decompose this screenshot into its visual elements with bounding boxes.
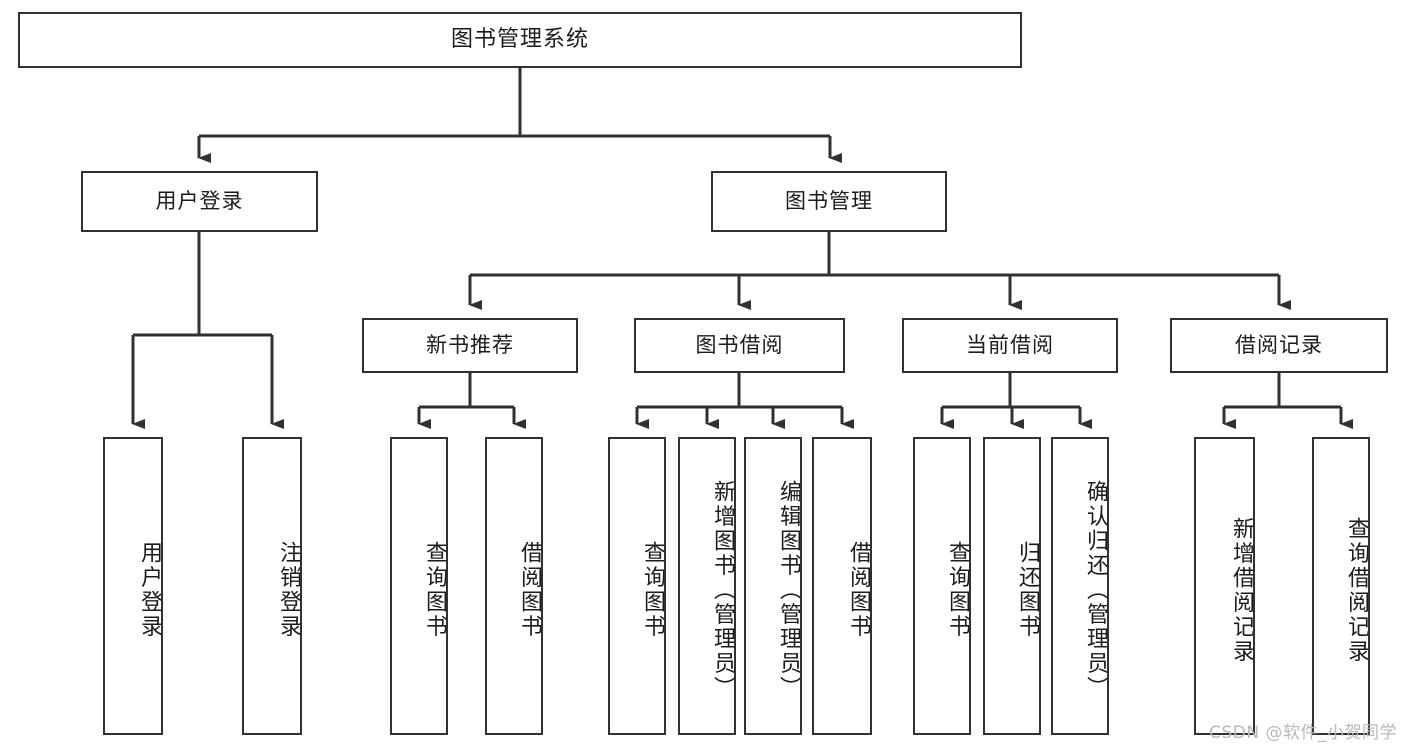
- node-book-borrow[interactable]: 图书借阅: [634, 318, 845, 373]
- node-leaf-edit-book[interactable]: 编辑图书（管理员）: [744, 437, 802, 735]
- node-borrow-record[interactable]: 借阅记录: [1170, 318, 1388, 373]
- node-leaf-user-logout[interactable]: 注销登录: [242, 437, 302, 735]
- csdn-watermark: CSDN @软件_小贺同学: [1209, 723, 1397, 743]
- node-leaf-user-login[interactable]: 用户登录: [103, 437, 163, 735]
- node-leaf-borrow-book[interactable]: 借阅图书: [812, 437, 872, 735]
- node-leaf-confirm-return[interactable]: 确认归还（管理员）: [1051, 437, 1109, 735]
- node-current-borrow[interactable]: 当前借阅: [902, 318, 1118, 373]
- node-leaf-return-book[interactable]: 归还图书: [983, 437, 1041, 735]
- node-leaf-query-book-cur[interactable]: 查询图书: [913, 437, 971, 735]
- node-leaf-borrow-book-rec[interactable]: 借阅图书: [485, 437, 543, 735]
- node-new-book-recommend[interactable]: 新书推荐: [362, 318, 578, 373]
- node-leaf-query-record[interactable]: 查询借阅记录: [1312, 437, 1370, 735]
- node-root-system[interactable]: 图书管理系统: [18, 12, 1022, 68]
- node-book-management[interactable]: 图书管理: [711, 171, 947, 232]
- node-leaf-query-book-rec[interactable]: 查询图书: [390, 437, 448, 735]
- node-leaf-add-record[interactable]: 新增借阅记录: [1194, 437, 1255, 735]
- node-leaf-add-book[interactable]: 新增图书（管理员）: [678, 437, 736, 735]
- node-leaf-query-book-borrow[interactable]: 查询图书: [608, 437, 666, 735]
- node-user-login[interactable]: 用户登录: [81, 171, 318, 232]
